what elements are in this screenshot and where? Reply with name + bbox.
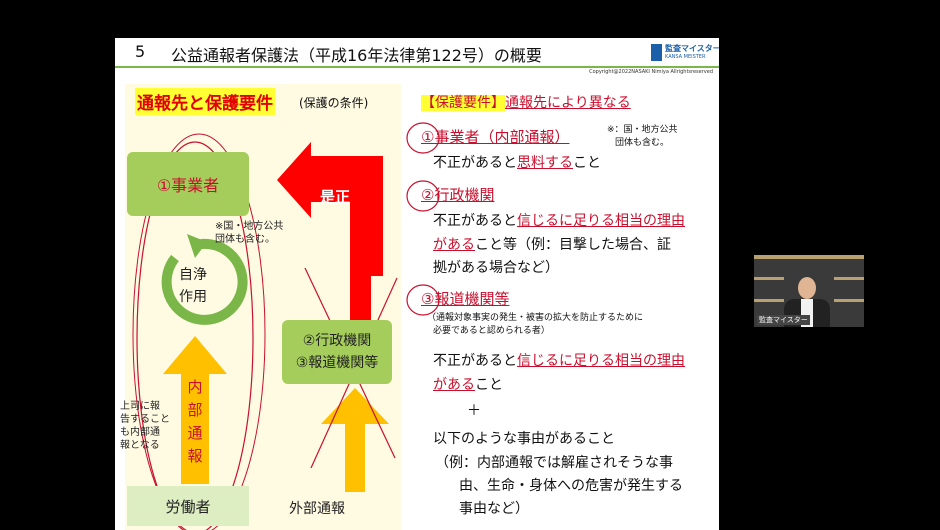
slide-title-bar: 5 公益通報者保護法（平成16年法律第122号）の概要 監査マイスター KANS…: [115, 38, 719, 66]
internal-report-arrow: [163, 336, 227, 484]
item-press-note-1: （通報対象事実の発生・被害の拡大を防止するために: [427, 313, 644, 323]
item-press-body-1: 不正があると信じるに足りる相当の理由: [433, 353, 685, 369]
item-admin-body-2: があること等（例：目撃した場合、証: [433, 237, 671, 253]
worker-box: 労働者: [127, 486, 249, 526]
logo-mark-icon: [651, 44, 662, 61]
item-business: ①事業者（内部通報）: [421, 128, 570, 146]
self-cleaning-label: 自浄 作用: [179, 267, 207, 305]
item-admin: ②行政機関: [421, 186, 495, 204]
business-box-label: ①事業者: [156, 176, 220, 195]
slide-number: 5: [135, 42, 146, 61]
copyright-text: Copyright@2022NASAKI Nimiya Allrightsres…: [589, 69, 713, 75]
plus-sign: ＋: [467, 403, 481, 419]
item-business-note-2: 団体も含む。: [615, 138, 670, 148]
item-press: ③報道機関等: [421, 290, 510, 308]
admin-press-box: ②行政機関 ③報道機関等: [282, 320, 392, 384]
business-box: ①事業者: [127, 152, 249, 216]
internal-report-label: 内 部 通 報: [187, 378, 203, 465]
gov-note: ※国・地方公共 団体も含む。: [215, 221, 284, 245]
worker-label: 労働者: [165, 498, 211, 516]
item-admin-body-1: 不正があると信じるに足りる相当の理由: [433, 213, 685, 229]
press-box-label: ③報道機関等: [295, 355, 379, 371]
title-divider: [115, 66, 719, 68]
left-heading-sub: (保護の条件): [299, 96, 369, 110]
right-heading: 【保護要件】通報先により異なる: [421, 95, 631, 111]
right-panel: [415, 84, 711, 530]
presenter-webcam: 監査マイスター: [754, 255, 864, 327]
presenter-head: [798, 277, 816, 299]
correction-label: 是正: [320, 188, 351, 206]
item-admin-body-3: 拠がある場合など）: [433, 260, 559, 276]
slide-title: 公益通報者保護法（平成16年法律第122号）の概要: [171, 46, 542, 65]
left-heading: 通報先と保護要件: [135, 88, 275, 115]
item-business-note-1: ※：国・地方公共: [607, 125, 678, 135]
item-press-body-2: があること: [433, 377, 503, 393]
brand-logo: 監査マイスター KANSA MEISTER: [651, 42, 719, 64]
boss-note: 上司に報 告すること も内部通 報となる: [120, 401, 170, 451]
handwritten-circles: [406, 122, 440, 316]
item-business-body: 不正があると思料すること: [433, 155, 601, 171]
correction-arrow: [277, 142, 383, 378]
reason-line-2: 由、生命・身体への危害が発生する: [459, 478, 683, 494]
admin-box-label: ②行政機関: [302, 333, 372, 349]
flow-diagram: [132, 133, 398, 530]
reason-intro: 以下のような事由があること: [433, 431, 615, 447]
external-report-label: 外部通報: [289, 501, 345, 517]
logo-subtext: KANSA MEISTER: [665, 54, 706, 60]
self-cleaning-arrow-icon: [161, 238, 248, 325]
external-report-arrow: [321, 388, 389, 492]
webcam-label: 監査マイスター: [757, 315, 810, 325]
reason-line-1: （例：内部通報では解雇されそうな事: [435, 455, 673, 471]
reason-line-3: 事由など）: [459, 501, 529, 517]
item-press-note-2: 必要であると認められる者）: [433, 326, 550, 336]
presentation-slide: 5 公益通報者保護法（平成16年法律第122号）の概要 監査マイスター KANS…: [115, 38, 719, 530]
logo-text: 監査マイスター: [665, 44, 719, 53]
handwritten-ellipse-left: [136, 141, 254, 530]
